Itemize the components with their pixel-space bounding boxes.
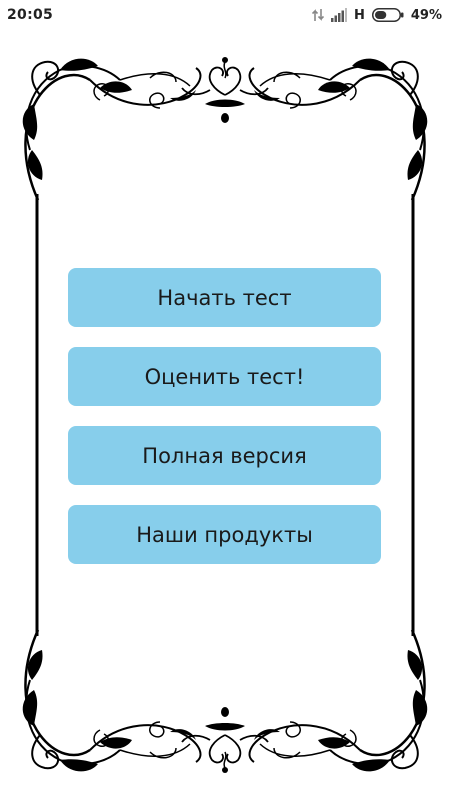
status-time: 20:05 — [7, 7, 54, 23]
start-test-button[interactable]: Начать тест — [68, 268, 381, 327]
battery-icon — [371, 8, 404, 22]
rate-test-button[interactable]: Оценить тест! — [68, 347, 381, 406]
data-transfer-icon — [311, 7, 324, 23]
status-bar: 20:05 H 49% — [0, 0, 450, 30]
main-menu: Начать тест Оценить тест! Полная версия … — [68, 268, 381, 564]
our-products-button[interactable]: Наши продукты — [68, 505, 381, 564]
battery-percent: 49% — [410, 7, 442, 23]
full-version-button[interactable]: Полная версия — [68, 426, 381, 485]
ornamental-frame — [21, 56, 429, 774]
signal-icon — [330, 8, 347, 22]
network-type: H — [353, 7, 365, 23]
status-icons: H 49% — [311, 7, 442, 23]
